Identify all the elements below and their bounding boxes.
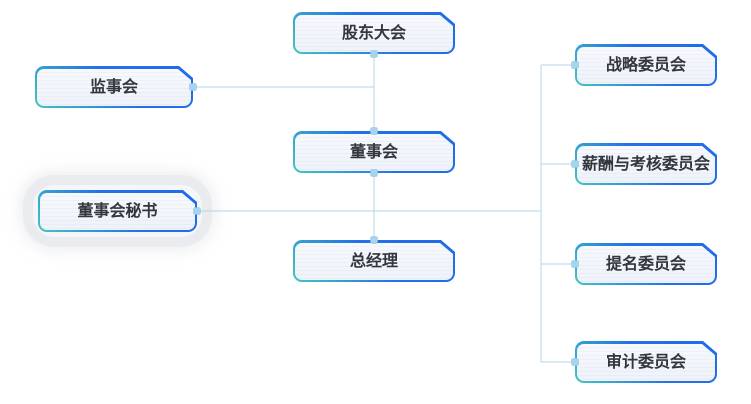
node-board-of-directors[interactable]: 董事会 bbox=[293, 131, 455, 173]
node-supervisory-board[interactable]: 监事会 bbox=[35, 66, 193, 108]
node-body: 总经理 bbox=[295, 243, 453, 280]
node-general-manager[interactable]: 总经理 bbox=[293, 240, 455, 282]
node-label: 总经理 bbox=[349, 252, 398, 270]
node-body: 董事会 bbox=[295, 134, 453, 171]
node-label: 提名委员会 bbox=[605, 255, 686, 273]
node-nomination-committee[interactable]: 提名委员会 bbox=[575, 243, 717, 285]
node-label: 薪酬与考核委员会 bbox=[581, 155, 710, 173]
node-body: 战略委员会 bbox=[577, 47, 715, 84]
node-label: 战略委员会 bbox=[605, 56, 686, 74]
node-label: 监事会 bbox=[89, 78, 138, 96]
node-label: 董事会秘书 bbox=[77, 202, 158, 220]
node-strategy-committee[interactable]: 战略委员会 bbox=[575, 44, 717, 86]
node-body: 董事会秘书 bbox=[40, 193, 195, 230]
node-body: 股东大会 bbox=[295, 15, 453, 52]
node-audit-committee[interactable]: 审计委员会 bbox=[575, 341, 717, 383]
node-body: 审计委员会 bbox=[577, 344, 715, 381]
node-body: 提名委员会 bbox=[577, 246, 715, 283]
node-label: 审计委员会 bbox=[605, 353, 686, 371]
node-compensation-committee[interactable]: 薪酬与考核委员会 bbox=[575, 143, 717, 185]
node-board-secretary[interactable]: 董事会秘书 bbox=[38, 190, 197, 232]
node-label: 股东大会 bbox=[341, 24, 406, 42]
node-label: 董事会 bbox=[349, 143, 398, 161]
node-body: 监事会 bbox=[37, 69, 191, 106]
node-shareholders-meeting[interactable]: 股东大会 bbox=[293, 12, 455, 54]
node-body: 薪酬与考核委员会 bbox=[577, 146, 715, 183]
